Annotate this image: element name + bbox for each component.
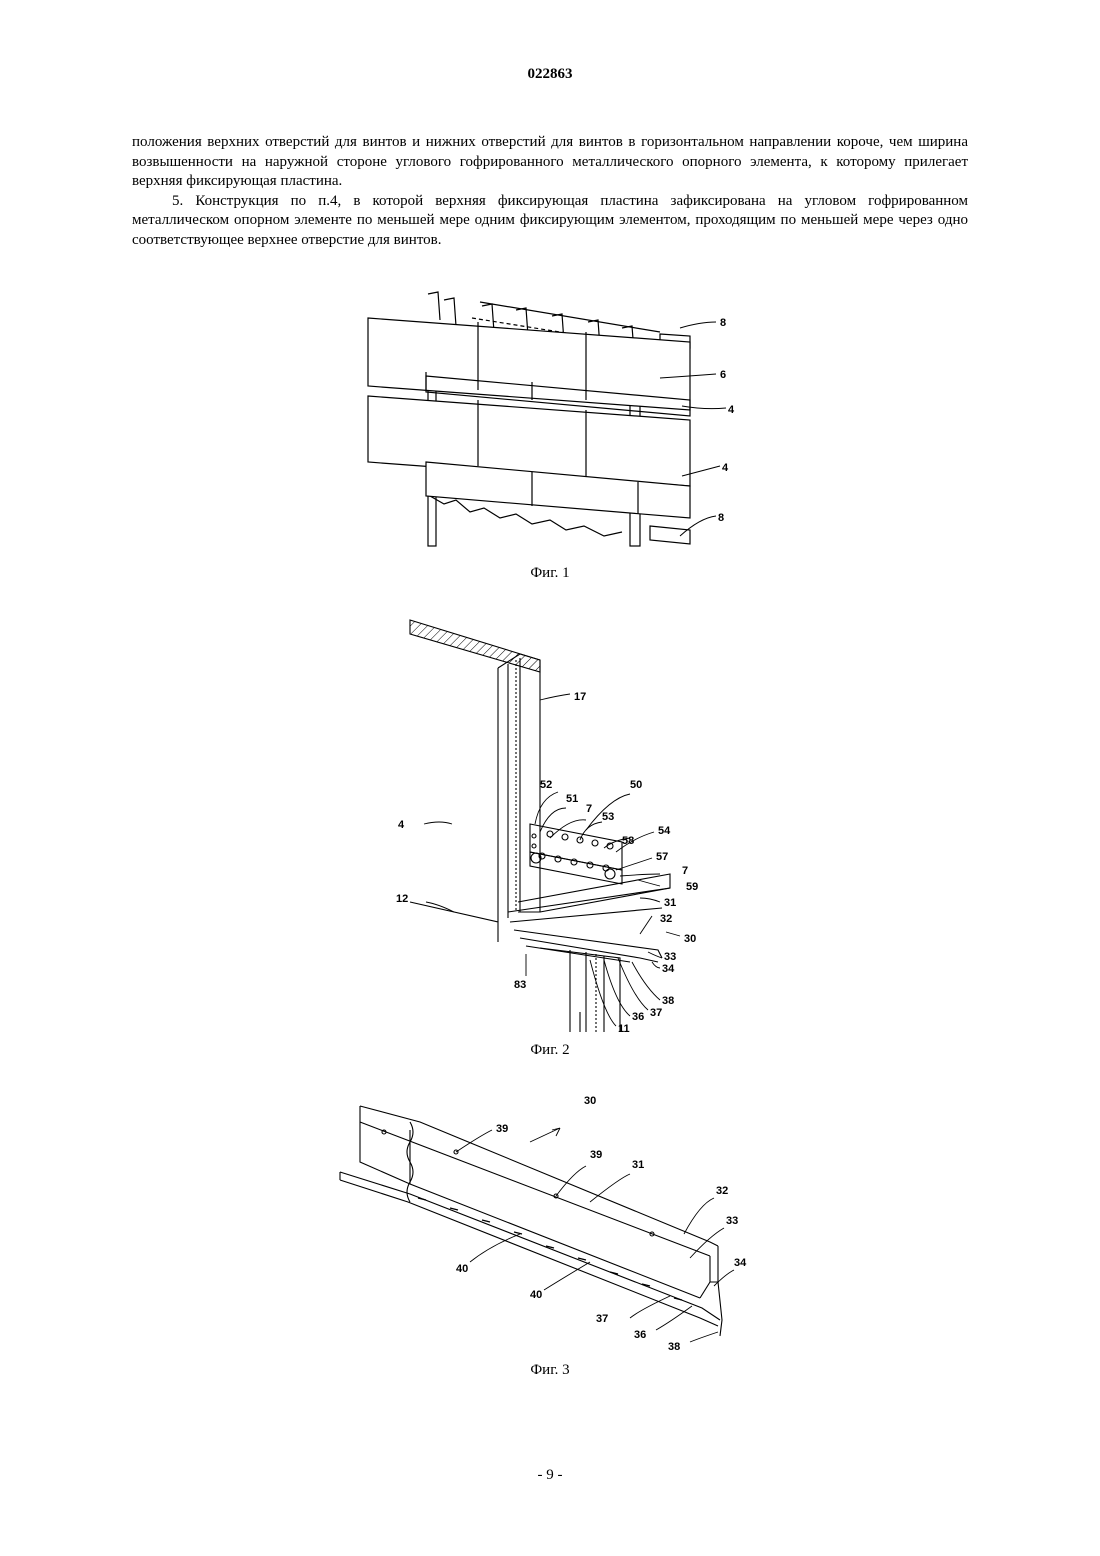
- label-6: 6: [720, 369, 726, 381]
- label-34: 34: [734, 1257, 747, 1269]
- page-number: - 9 -: [0, 1467, 1100, 1484]
- figure-1: 8 6 4 4 8: [360, 286, 760, 566]
- label-40-a: 40: [456, 1263, 468, 1275]
- claim-5: 5. Конструкция по п.4, в которой верхняя…: [132, 192, 968, 251]
- siding-panels: [368, 318, 690, 518]
- document-number: 022863: [0, 66, 1100, 83]
- label-53: 53: [602, 811, 614, 823]
- label-39-b: 39: [590, 1149, 602, 1161]
- lower-profile-11: [540, 948, 620, 1032]
- label-4-a: 4: [728, 404, 735, 416]
- label-58: 58: [622, 835, 634, 847]
- label-17: 17: [574, 691, 586, 703]
- label-37: 37: [596, 1313, 608, 1325]
- label-39-a: 39: [496, 1123, 508, 1135]
- label-36: 36: [634, 1329, 646, 1341]
- label-83: 83: [514, 979, 526, 991]
- label-30: 30: [584, 1095, 596, 1107]
- fixing-plate-50: [530, 824, 622, 884]
- label-33: 33: [726, 1215, 738, 1227]
- label-52: 52: [540, 779, 552, 791]
- figure-1-caption: Фиг. 1: [0, 565, 1100, 582]
- label-33: 33: [664, 951, 676, 963]
- label-32: 32: [660, 913, 672, 925]
- label-11: 11: [618, 1023, 630, 1035]
- label-34: 34: [662, 963, 675, 975]
- label-38: 38: [668, 1341, 680, 1353]
- label-12: 12: [396, 893, 408, 905]
- label-32: 32: [716, 1185, 728, 1197]
- figure-2: 17 52 50 51 7 53 58 54 57 7 59 31 32 30 …: [390, 612, 720, 1037]
- label-7-b: 7: [682, 865, 688, 877]
- starter-rail-30: [508, 874, 670, 962]
- label-38: 38: [662, 995, 674, 1007]
- label-54: 54: [658, 825, 671, 837]
- label-59: 59: [686, 881, 698, 893]
- figure-3: 30 39 39 31 32 33 34 40 40 37 36 38: [330, 1086, 770, 1356]
- starter-rail-30: [340, 1106, 722, 1336]
- label-8-top: 8: [720, 317, 726, 329]
- claims-text: положения верхних отверстий для винтов и…: [132, 133, 968, 250]
- corner-support-17: [498, 654, 540, 922]
- label-40-b: 40: [530, 1289, 542, 1301]
- paragraph-continued: положения верхних отверстий для винтов и…: [132, 133, 968, 192]
- label-51: 51: [566, 793, 578, 805]
- label-31: 31: [632, 1159, 644, 1171]
- label-57: 57: [656, 851, 668, 863]
- figure-2-caption: Фиг. 2: [0, 1042, 1100, 1059]
- label-8-bottom: 8: [718, 512, 724, 524]
- panel-edge-12: [410, 902, 498, 942]
- label-7-a: 7: [586, 803, 592, 815]
- label-37: 37: [650, 1007, 662, 1019]
- label-36: 36: [632, 1011, 644, 1023]
- label-31: 31: [664, 897, 676, 909]
- label-30: 30: [684, 933, 696, 945]
- figure-3-caption: Фиг. 3: [0, 1362, 1100, 1379]
- label-50: 50: [630, 779, 642, 791]
- label-4: 4: [398, 819, 405, 831]
- label-4-b: 4: [722, 462, 729, 474]
